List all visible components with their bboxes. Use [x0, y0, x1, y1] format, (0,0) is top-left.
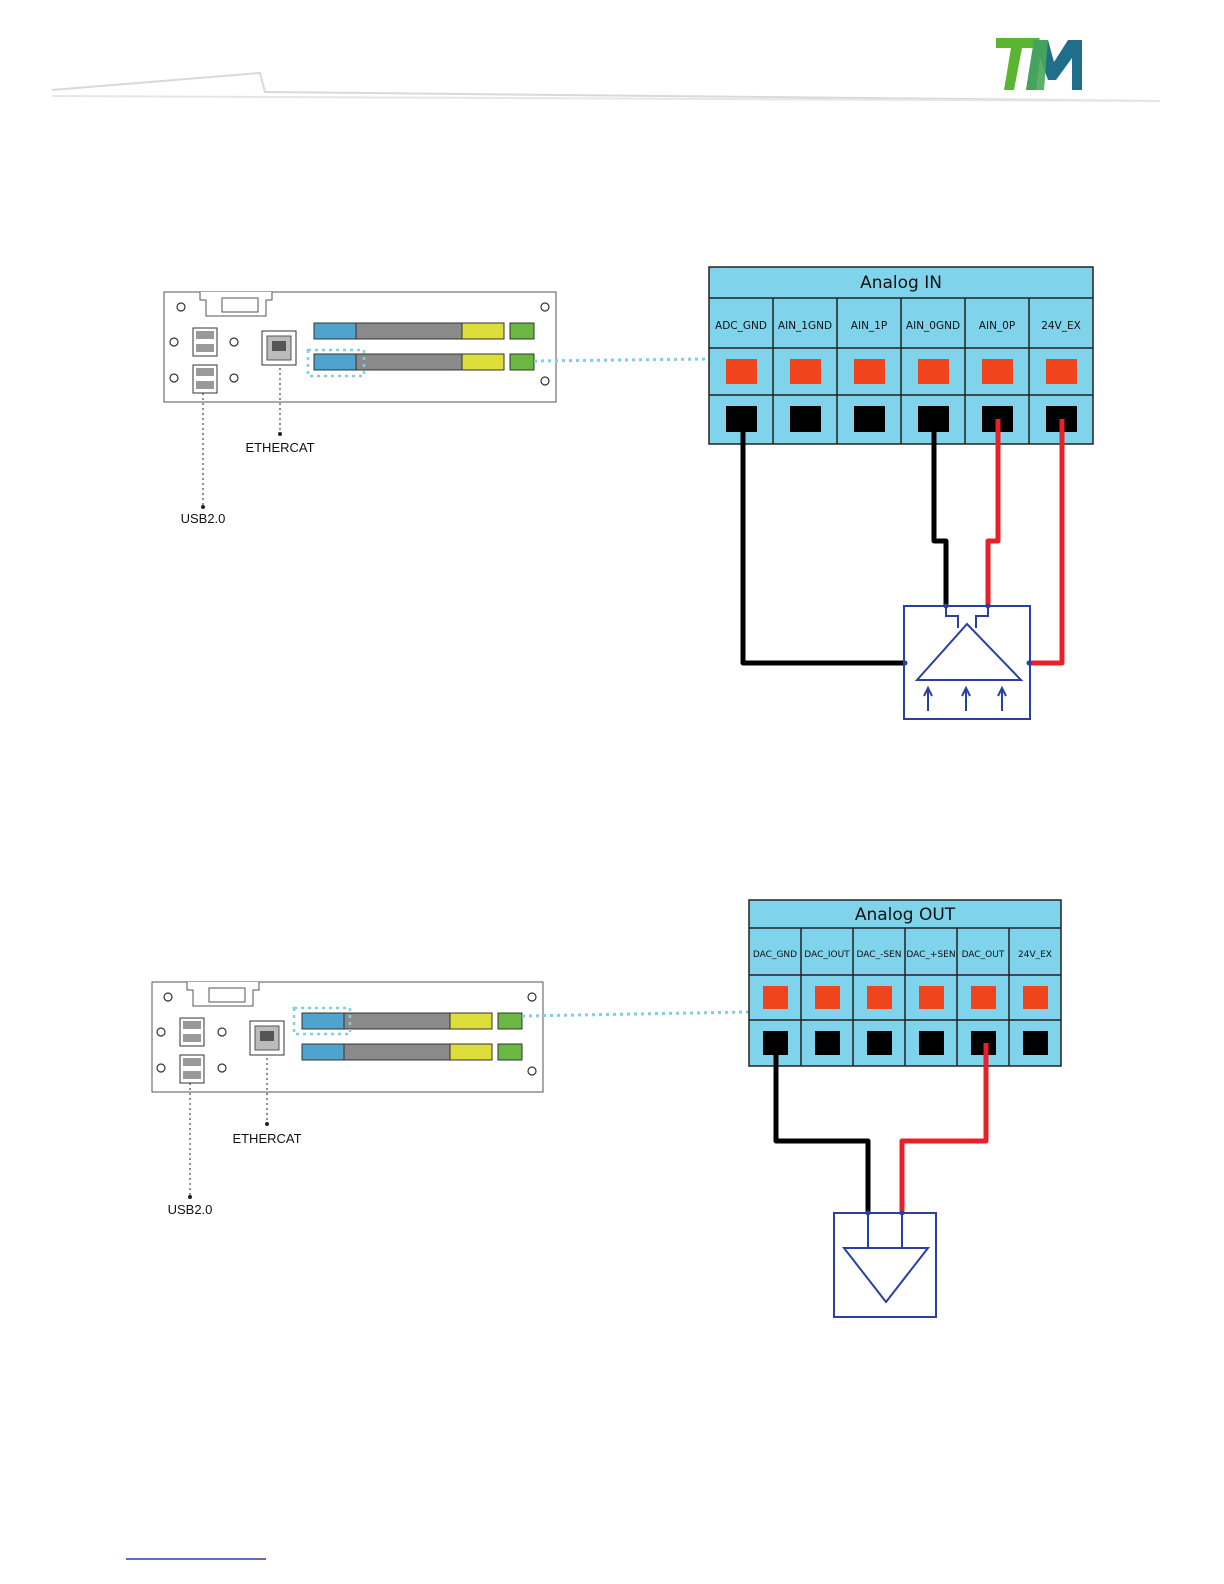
analog-out-wires — [776, 1043, 986, 1213]
ethercat-port-icon — [250, 1021, 284, 1055]
pin-label: 24V_EX — [1041, 320, 1081, 332]
header-rule — [52, 73, 1160, 101]
pin-label: DAC_IOUT — [804, 950, 850, 960]
pin-label: AIN_0GND — [906, 320, 960, 332]
analog-in-title: Analog IN — [860, 273, 942, 293]
ethercat-label-top: ETHERCAT — [245, 440, 314, 455]
ethercat-port-icon — [262, 331, 296, 365]
pin-label: AIN_0P — [979, 320, 1015, 332]
analog-out-title: Analog OUT — [855, 905, 956, 925]
pin-label: ADC_GND — [715, 320, 767, 332]
pin-label: DAC_OUT — [962, 950, 1005, 960]
company-logo — [996, 38, 1082, 90]
terminal-strip-row2 — [314, 354, 534, 370]
terminal-strip-row1 — [314, 323, 534, 339]
controller-board-bottom — [152, 982, 543, 1092]
terminal-strip-row2 — [302, 1044, 522, 1060]
pin-label: DAC_+SEN — [906, 950, 955, 960]
controller-board-top — [164, 292, 556, 402]
pin-label: DAC_GND — [753, 950, 797, 960]
sensor-input-device — [904, 606, 1030, 719]
link-to-analog-out — [522, 1012, 749, 1016]
usb-label-top: USB2.0 — [181, 511, 226, 526]
pin-label: 24V_EX — [1018, 950, 1052, 960]
link-to-analog-in — [534, 359, 709, 361]
usb-label-bottom: USB2.0 — [168, 1202, 213, 1217]
ethercat-label-bottom: ETHERCAT — [232, 1131, 301, 1146]
terminal-strip-row1 — [302, 1013, 522, 1029]
pin-label: AIN_1GND — [778, 320, 832, 332]
actuator-output-device — [834, 1213, 936, 1317]
analog-in-panel — [709, 267, 1093, 444]
analog-in-wires — [743, 419, 1062, 663]
pin-label: AIN_1P — [851, 320, 887, 332]
pin-label: DAC_-SEN — [857, 950, 902, 960]
